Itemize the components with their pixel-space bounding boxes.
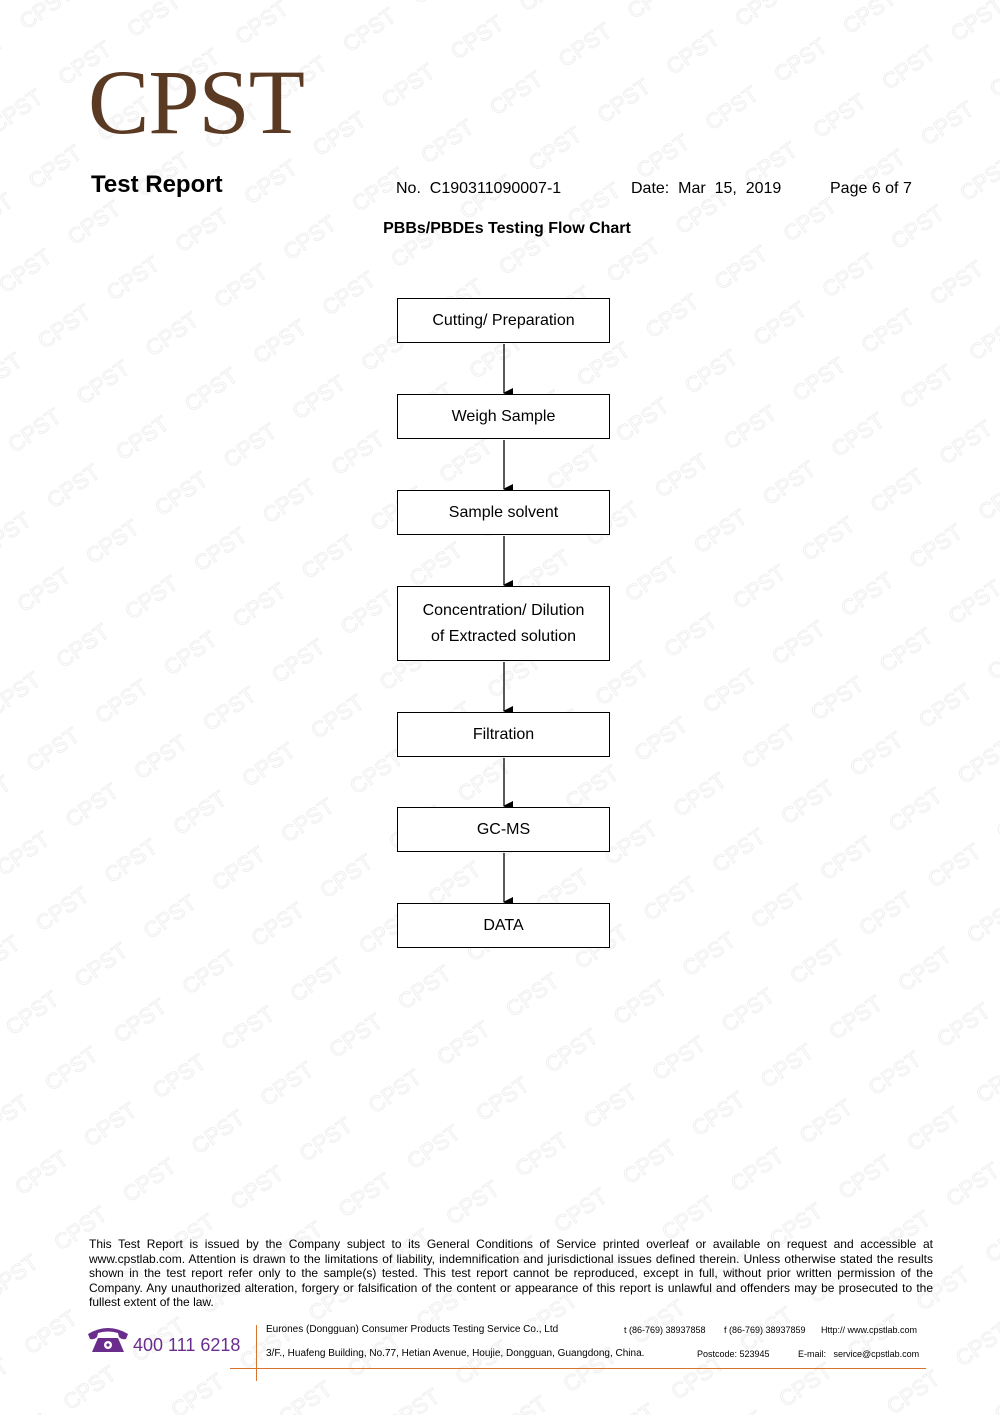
report-title: Test Report: [91, 171, 223, 198]
flowchart-arrows: [503, 344, 513, 907]
flow-step: Weigh Sample: [397, 394, 610, 439]
page-number: Page 6 of 7: [830, 180, 912, 197]
flow-step: Filtration: [397, 712, 610, 757]
flow-step: Sample solvent: [397, 490, 610, 535]
flow-step: DATA: [397, 903, 610, 948]
telephone: t (86-769) 38937858: [624, 1325, 706, 1335]
flow-step-label: Weigh Sample: [451, 407, 556, 425]
flow-step: Concentration/ Dilution of Extracted solu…: [397, 586, 610, 661]
flowchart-title: PBBs/PBDEs Testing Flow Chart: [383, 220, 631, 237]
report-number: No. C190311090007-1: [396, 180, 562, 197]
website: Http:// www.cpstlab.com: [821, 1325, 918, 1335]
flow-step: Cutting/ Preparation: [397, 298, 610, 343]
telephone-icon: [88, 1328, 128, 1352]
cpst-logo: CPST: [88, 51, 305, 153]
footer-divider-horizontal: [230, 1368, 926, 1369]
legal-disclaimer: This Test Report is issued by the Compan…: [89, 1237, 933, 1310]
company-address: 3/F., Huafeng Building, No.77, Hetian Av…: [266, 1348, 645, 1359]
postcode: Postcode: 523945: [697, 1349, 770, 1359]
report-date: Date: Mar 15, 2019: [631, 180, 782, 197]
footer-divider-vertical: [256, 1325, 257, 1381]
flow-step-label: Filtration: [472, 725, 535, 743]
company-name: Eurones (Dongguan) Consumer Products Tes…: [266, 1324, 559, 1335]
fax: f (86-769) 38937859: [724, 1325, 806, 1335]
flow-step: GC-MS: [397, 807, 610, 852]
flow-step-label: Cutting/ Preparation: [432, 311, 575, 329]
hotline-number: 400 111 6218: [133, 1335, 241, 1355]
flow-step-label: DATA: [483, 916, 524, 934]
flow-step-label: GC-MS: [476, 820, 531, 838]
flow-step-label: of Extracted solution: [431, 627, 576, 645]
flow-step-label: Concentration/ Dilution: [422, 601, 585, 619]
email: E-mail: service@cpstlab.com: [798, 1349, 920, 1359]
flow-step-label: Sample solvent: [448, 503, 559, 521]
